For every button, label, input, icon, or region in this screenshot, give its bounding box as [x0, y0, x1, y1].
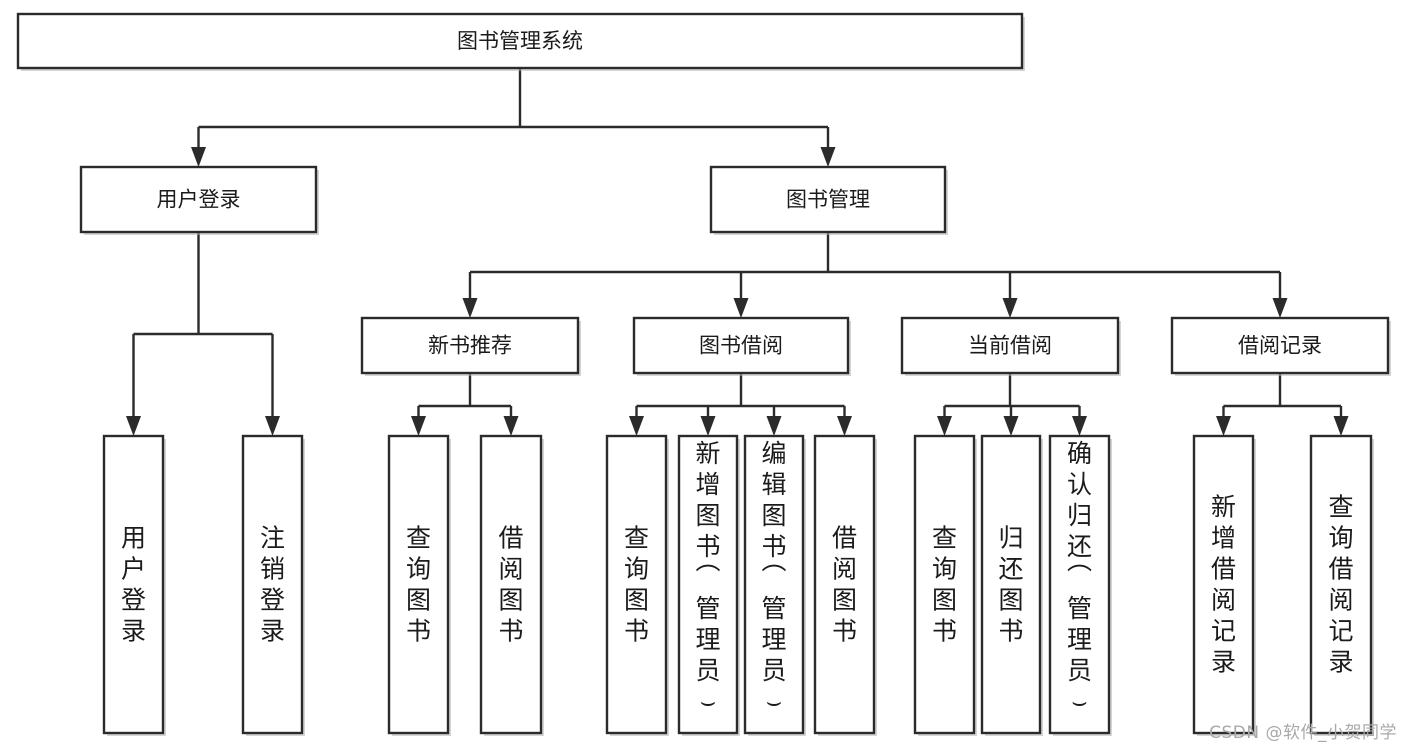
csdn-watermark: CSDN @软件_小贺同学 [1209, 723, 1397, 743]
node-leaf-query-book-borrow[interactable]: 查询图书 [605, 434, 669, 736]
node-user-login[interactable]: 用户登录 [79, 165, 319, 235]
node-root[interactable]: 图书管理系统 [16, 12, 1025, 71]
node-leaf-query-book-current[interactable]: 查询图书 [913, 434, 977, 736]
node-leaf-borrow-book-recommend[interactable]: 借阅图书 [479, 434, 544, 736]
node-new-book-recommend[interactable]: 新书推荐 [360, 316, 581, 376]
arrow-head [733, 298, 749, 318]
node-leaf-logout-login[interactable]: 注销登录 [241, 434, 305, 736]
node-current-borrow[interactable]: 当前借阅 [900, 316, 1121, 376]
arrow-head [503, 416, 519, 436]
node-leaf-add-borrow-record[interactable]: 新增借阅记录 [1192, 434, 1256, 736]
node-book-management[interactable]: 图书管理 [709, 165, 948, 235]
node-leaf-query-borrow-record[interactable]: 查询借阅记录 [1309, 434, 1374, 736]
node-label: 新增借阅记录 [1211, 493, 1236, 677]
node-label: 查询图书 [624, 524, 649, 646]
node-label: 确认归还⌒管理员⌣ [1067, 439, 1092, 716]
node-label: 当前借阅 [968, 334, 1052, 358]
arrow-head [265, 416, 280, 436]
arrow-head [462, 298, 478, 318]
node-label: 注销登录 [260, 524, 285, 646]
arrow-head [1072, 416, 1087, 436]
node-label: 查询借阅记录 [1328, 493, 1353, 677]
node-leaf-return-book[interactable]: 归还图书 [980, 434, 1043, 736]
node-label: 新增图书⌒管理员⌣ [695, 439, 720, 716]
node-book-borrow[interactable]: 图书借阅 [632, 316, 851, 376]
node-leaf-user-login[interactable]: 用户登录 [102, 434, 166, 736]
node-label: 借阅记录 [1238, 334, 1322, 358]
node-label: 图书管理 [786, 188, 870, 212]
node-leaf-query-book-recommend[interactable]: 查询图书 [387, 434, 451, 736]
node-label: 归还图书 [998, 524, 1023, 646]
arrow-head [629, 416, 644, 436]
node-borrow-record[interactable]: 借阅记录 [1170, 316, 1391, 376]
node-leaf-borrow-book[interactable]: 借阅图书 [813, 434, 877, 736]
node-label: 新书推荐 [428, 334, 512, 358]
arrow-head [1002, 298, 1018, 318]
node-leaf-add-book-admin[interactable]: 新增图书⌒管理员⌣ [677, 434, 740, 736]
node-label: 图书借阅 [699, 334, 783, 358]
arrow-head [937, 416, 952, 436]
arrow-head [1272, 298, 1288, 318]
arrow-head [1216, 416, 1231, 436]
connectors-layer [126, 68, 1349, 436]
node-label: 用户登录 [121, 524, 146, 646]
node-label: 图书管理系统 [457, 29, 583, 53]
node-leaf-confirm-return-admin[interactable]: 确认归还⌒管理员⌣ [1048, 434, 1112, 736]
arrow-head [700, 416, 716, 436]
arrow-head [191, 147, 206, 167]
node-label: 借阅图书 [832, 524, 857, 646]
arrow-head [126, 416, 141, 436]
arrow-head [1333, 416, 1349, 436]
arrow-head [837, 416, 852, 436]
arrow-head [1003, 416, 1019, 436]
arrow-head [411, 416, 426, 436]
node-label: 查询图书 [406, 524, 431, 646]
node-label: 用户登录 [157, 188, 241, 212]
node-leaf-edit-book-admin[interactable]: 编辑图书⌒管理员⌣ [743, 434, 806, 736]
node-label: 查询图书 [932, 524, 957, 646]
nodes-layer: 图书管理系统用户登录图书管理新书推荐图书借阅当前借阅借阅记录用户登录注销登录查询… [16, 12, 1391, 736]
arrow-head [820, 147, 836, 167]
node-label: 借阅图书 [498, 524, 523, 646]
arrow-head [766, 416, 782, 436]
node-label: 编辑图书⌒管理员⌣ [761, 439, 786, 716]
